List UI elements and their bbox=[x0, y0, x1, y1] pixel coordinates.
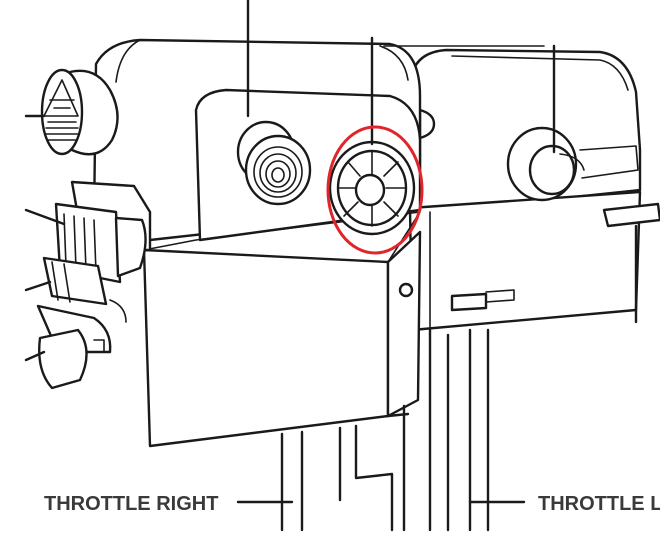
center-dial-icon bbox=[328, 140, 416, 236]
side-switch-cluster bbox=[36, 180, 152, 390]
label-throttle-right: THROTTLE RIGHT bbox=[44, 493, 218, 515]
right-side-switch bbox=[450, 292, 488, 312]
right-button-icon bbox=[506, 126, 585, 202]
side-screw-icon bbox=[398, 282, 414, 298]
side-cone-knob-icon bbox=[40, 68, 119, 156]
right-side-lever bbox=[602, 202, 660, 228]
left-knob-icon bbox=[236, 120, 312, 206]
label-throttle-right-group: THROTTLE RIGHT bbox=[44, 493, 294, 515]
label-throttle-left: THROTTLE L bbox=[538, 493, 660, 515]
label-throttle-left-group: THROTTLE L bbox=[468, 493, 660, 515]
right-throttle-unit bbox=[408, 44, 660, 532]
left-throttle-unit bbox=[24, 0, 422, 532]
highlight-ring bbox=[326, 125, 424, 255]
